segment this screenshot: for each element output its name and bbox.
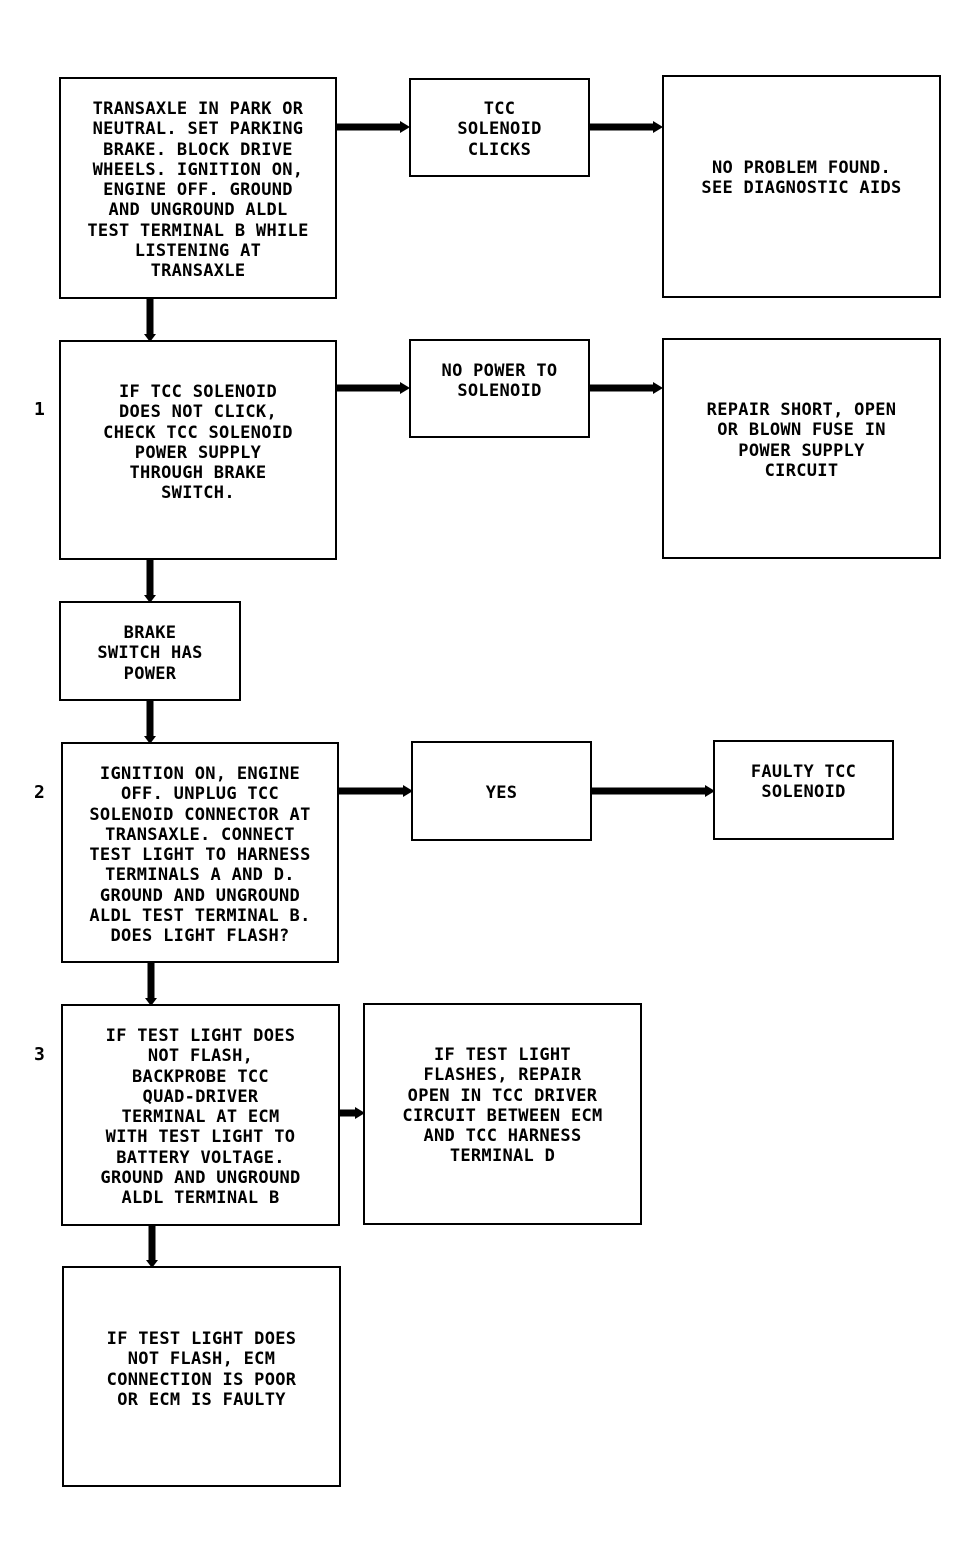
repair-open-text: IF TEST LIGHT FLASHES, REPAIR OPEN IN TC… xyxy=(402,1045,603,1167)
ignition-test-text: IGNITION ON, ENGINE OFF. UNPLUG TCC SOLE… xyxy=(89,764,311,947)
no-power-box: NO POWER TO SOLENOID xyxy=(409,339,590,438)
step-number-2: 2 xyxy=(34,782,45,803)
yes-text: YES xyxy=(485,783,518,803)
start-procedure-text: TRANSAXLE IN PARK OR NEUTRAL. SET PARKIN… xyxy=(87,99,309,282)
solenoid-clicks-text: TCC SOLENOID CLICKS xyxy=(457,99,542,160)
yes-box: YES xyxy=(411,741,592,841)
backprobe-box: IF TEST LIGHT DOES NOT FLASH, BACKPROBE … xyxy=(61,1004,340,1226)
repair-short-box: REPAIR SHORT, OPEN OR BLOWN FUSE IN POWE… xyxy=(662,338,941,559)
check-power-text: IF TCC SOLENOID DOES NOT CLICK, CHECK TC… xyxy=(103,382,293,504)
no-power-text: NO POWER TO SOLENOID xyxy=(441,361,558,402)
backprobe-text: IF TEST LIGHT DOES NOT FLASH, BACKPROBE … xyxy=(100,1026,301,1209)
ignition-test-box: IGNITION ON, ENGINE OFF. UNPLUG TCC SOLE… xyxy=(61,742,339,963)
ecm-faulty-box: IF TEST LIGHT DOES NOT FLASH, ECM CONNEC… xyxy=(62,1266,341,1487)
faulty-solenoid-box: FAULTY TCC SOLENOID xyxy=(713,740,894,840)
ecm-faulty-text: IF TEST LIGHT DOES NOT FLASH, ECM CONNEC… xyxy=(106,1329,297,1410)
solenoid-clicks-box: TCC SOLENOID CLICKS xyxy=(409,78,590,177)
brake-switch-text: BRAKE SWITCH HAS POWER xyxy=(97,623,203,684)
start-procedure-box: TRANSAXLE IN PARK OR NEUTRAL. SET PARKIN… xyxy=(59,77,337,299)
faulty-solenoid-text: FAULTY TCC SOLENOID xyxy=(750,762,857,803)
no-problem-text: NO PROBLEM FOUND. SEE DIAGNOSTIC AIDS xyxy=(701,158,902,199)
step-number-3: 3 xyxy=(34,1044,45,1065)
check-power-box: IF TCC SOLENOID DOES NOT CLICK, CHECK TC… xyxy=(59,340,337,560)
no-problem-box: NO PROBLEM FOUND. SEE DIAGNOSTIC AIDS xyxy=(662,75,941,298)
repair-short-text: REPAIR SHORT, OPEN OR BLOWN FUSE IN POWE… xyxy=(706,400,897,481)
brake-switch-box: BRAKE SWITCH HAS POWER xyxy=(59,601,241,701)
step-number-1: 1 xyxy=(34,399,45,420)
repair-open-box: IF TEST LIGHT FLASHES, REPAIR OPEN IN TC… xyxy=(363,1003,642,1225)
